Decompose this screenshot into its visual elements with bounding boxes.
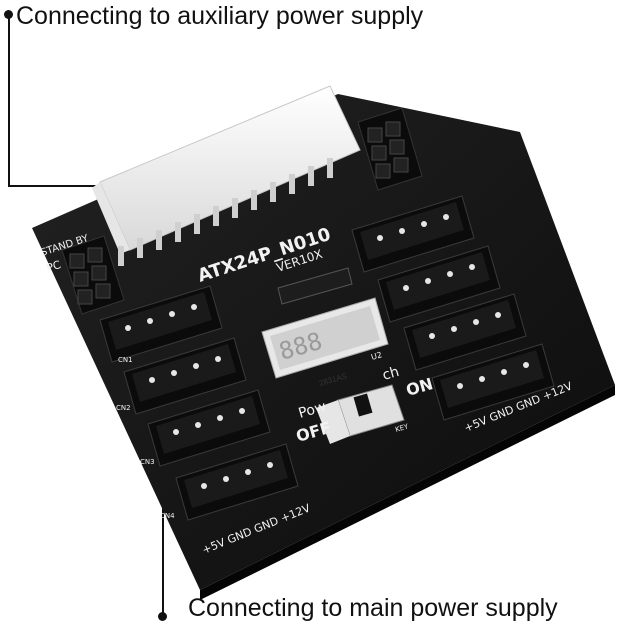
atx-pin bbox=[175, 222, 181, 242]
connector-label-cn3: CN3 bbox=[140, 458, 155, 466]
atx-pin bbox=[194, 214, 200, 234]
atx-24pin-header bbox=[92, 85, 361, 266]
power-switch bbox=[316, 384, 405, 444]
standby-6pin-connector bbox=[61, 235, 125, 315]
power-label: Pow bbox=[297, 399, 328, 422]
aux-6pin-connector-top bbox=[357, 107, 423, 191]
ic-chip bbox=[277, 267, 353, 305]
atx-pin bbox=[308, 166, 314, 186]
callout-top-leader-horizontal bbox=[8, 185, 133, 187]
atx-pin bbox=[270, 182, 276, 202]
callout-bottom-leader-vertical bbox=[162, 490, 164, 614]
molex-4pin-connector bbox=[175, 443, 299, 521]
pc-label: PC bbox=[45, 258, 63, 275]
molex-4pin-connector bbox=[431, 343, 555, 421]
molex-4pin-connector bbox=[147, 389, 271, 467]
callout-main-supply: Connecting to main power supply bbox=[188, 594, 558, 622]
atx-pin bbox=[213, 206, 219, 226]
connector-label-cn2: CN2 bbox=[116, 404, 131, 412]
callout-auxiliary-supply: Connecting to auxiliary power supply bbox=[16, 2, 424, 30]
switch-label: ch bbox=[381, 364, 401, 384]
molex-4pin-connector bbox=[123, 337, 247, 415]
molex-4pin-connector bbox=[351, 195, 475, 273]
display-ref-label: U2 bbox=[370, 350, 383, 362]
seven-segment-display bbox=[261, 297, 389, 379]
atx-pin bbox=[118, 246, 124, 266]
atx-pin bbox=[289, 174, 295, 194]
molex-connectors-left bbox=[99, 285, 299, 521]
callout-top-leader-vertical bbox=[8, 14, 10, 186]
connector-label-cn4: CN4 bbox=[160, 512, 175, 520]
molex-4pin-connector bbox=[403, 293, 527, 371]
atx-pin bbox=[137, 238, 143, 258]
atx-pin bbox=[327, 158, 333, 178]
atx-pin bbox=[156, 230, 162, 250]
atx-pin bbox=[251, 190, 257, 210]
molex-4pin-connector bbox=[99, 285, 223, 363]
connector-label-cn1: CN1 bbox=[118, 356, 133, 364]
molex-connectors-right bbox=[351, 195, 555, 421]
molex-4pin-connector bbox=[377, 245, 501, 323]
callout-bottom-dot bbox=[158, 612, 167, 621]
key-label: KEY bbox=[394, 422, 410, 434]
atx-pin bbox=[232, 198, 238, 218]
